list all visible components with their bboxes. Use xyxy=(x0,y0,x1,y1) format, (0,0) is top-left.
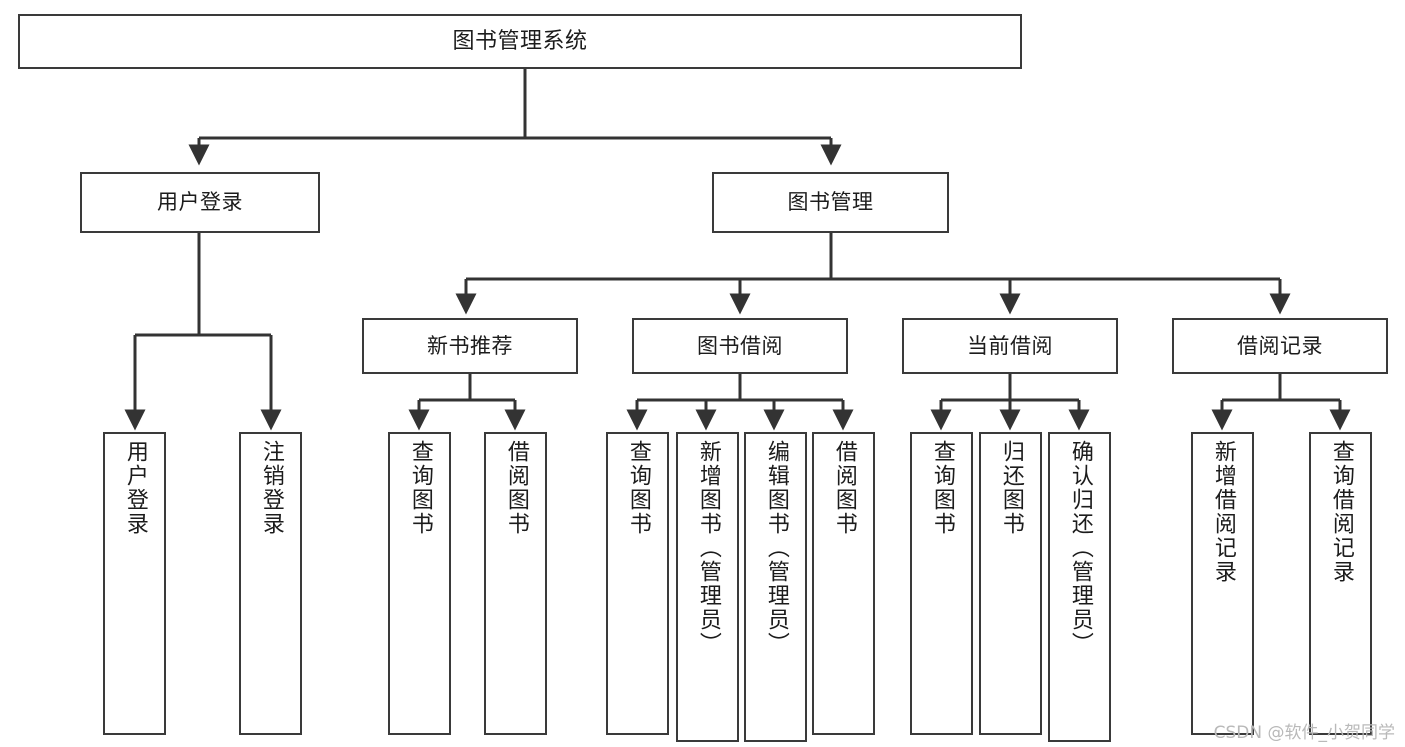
node-new-book-rec[interactable]: 新书推荐 xyxy=(362,318,578,374)
node-book-manage-label: 图书管理 xyxy=(787,190,874,215)
node-book-borrow-label: 图书借阅 xyxy=(697,333,783,358)
node-book-manage[interactable]: 图书管理 xyxy=(712,172,949,233)
node-leaf-query-record-label: 查询借阅记录 xyxy=(1328,440,1354,584)
node-leaf-confirm-return-label: 确认归还（管理员） xyxy=(1067,440,1093,656)
node-root-label: 图书管理系统 xyxy=(452,28,588,54)
node-leaf-add-book-label: 新增图书（管理员） xyxy=(695,440,721,656)
node-root[interactable]: 图书管理系统 xyxy=(18,14,1022,69)
node-book-borrow[interactable]: 图书借阅 xyxy=(632,318,848,374)
node-leaf-edit-book-label: 编辑图书（管理员） xyxy=(763,440,789,656)
node-leaf-edit-book[interactable]: 编辑图书（管理员） xyxy=(744,432,807,742)
csdn-watermark: CSDN @软件_小贺同学 xyxy=(1213,723,1395,743)
node-leaf-confirm-return[interactable]: 确认归还（管理员） xyxy=(1048,432,1111,742)
node-leaf-add-record[interactable]: 新增借阅记录 xyxy=(1191,432,1254,735)
node-leaf-borrow-book-1[interactable]: 借阅图书 xyxy=(484,432,547,735)
node-leaf-user-logout[interactable]: 注销登录 xyxy=(239,432,302,735)
node-leaf-query-book-1-label: 查询图书 xyxy=(407,440,433,536)
node-leaf-add-record-label: 新增借阅记录 xyxy=(1210,440,1236,584)
node-leaf-query-book-2[interactable]: 查询图书 xyxy=(606,432,669,735)
node-leaf-return-book-label: 归还图书 xyxy=(998,440,1024,536)
node-leaf-query-record[interactable]: 查询借阅记录 xyxy=(1309,432,1372,735)
node-leaf-return-book[interactable]: 归还图书 xyxy=(979,432,1042,735)
node-leaf-query-book-2-label: 查询图书 xyxy=(625,440,651,536)
node-borrow-record-label: 借阅记录 xyxy=(1237,333,1323,358)
node-current-borrow-label: 当前借阅 xyxy=(967,333,1053,358)
node-leaf-borrow-book-2[interactable]: 借阅图书 xyxy=(812,432,875,735)
node-user-login-label: 用户登录 xyxy=(157,190,243,215)
node-leaf-query-book-3-label: 查询图书 xyxy=(929,440,955,536)
node-leaf-user-login[interactable]: 用户登录 xyxy=(103,432,166,735)
node-leaf-user-login-label: 用户登录 xyxy=(122,440,148,536)
node-new-book-rec-label: 新书推荐 xyxy=(427,333,513,358)
node-leaf-query-book-3[interactable]: 查询图书 xyxy=(910,432,973,735)
node-leaf-add-book[interactable]: 新增图书（管理员） xyxy=(676,432,739,742)
node-leaf-borrow-book-1-label: 借阅图书 xyxy=(503,440,529,536)
node-current-borrow[interactable]: 当前借阅 xyxy=(902,318,1118,374)
node-leaf-borrow-book-2-label: 借阅图书 xyxy=(831,440,857,536)
node-leaf-user-logout-label: 注销登录 xyxy=(258,440,284,536)
node-leaf-query-book-1[interactable]: 查询图书 xyxy=(388,432,451,735)
node-user-login[interactable]: 用户登录 xyxy=(80,172,320,233)
node-borrow-record[interactable]: 借阅记录 xyxy=(1172,318,1388,374)
